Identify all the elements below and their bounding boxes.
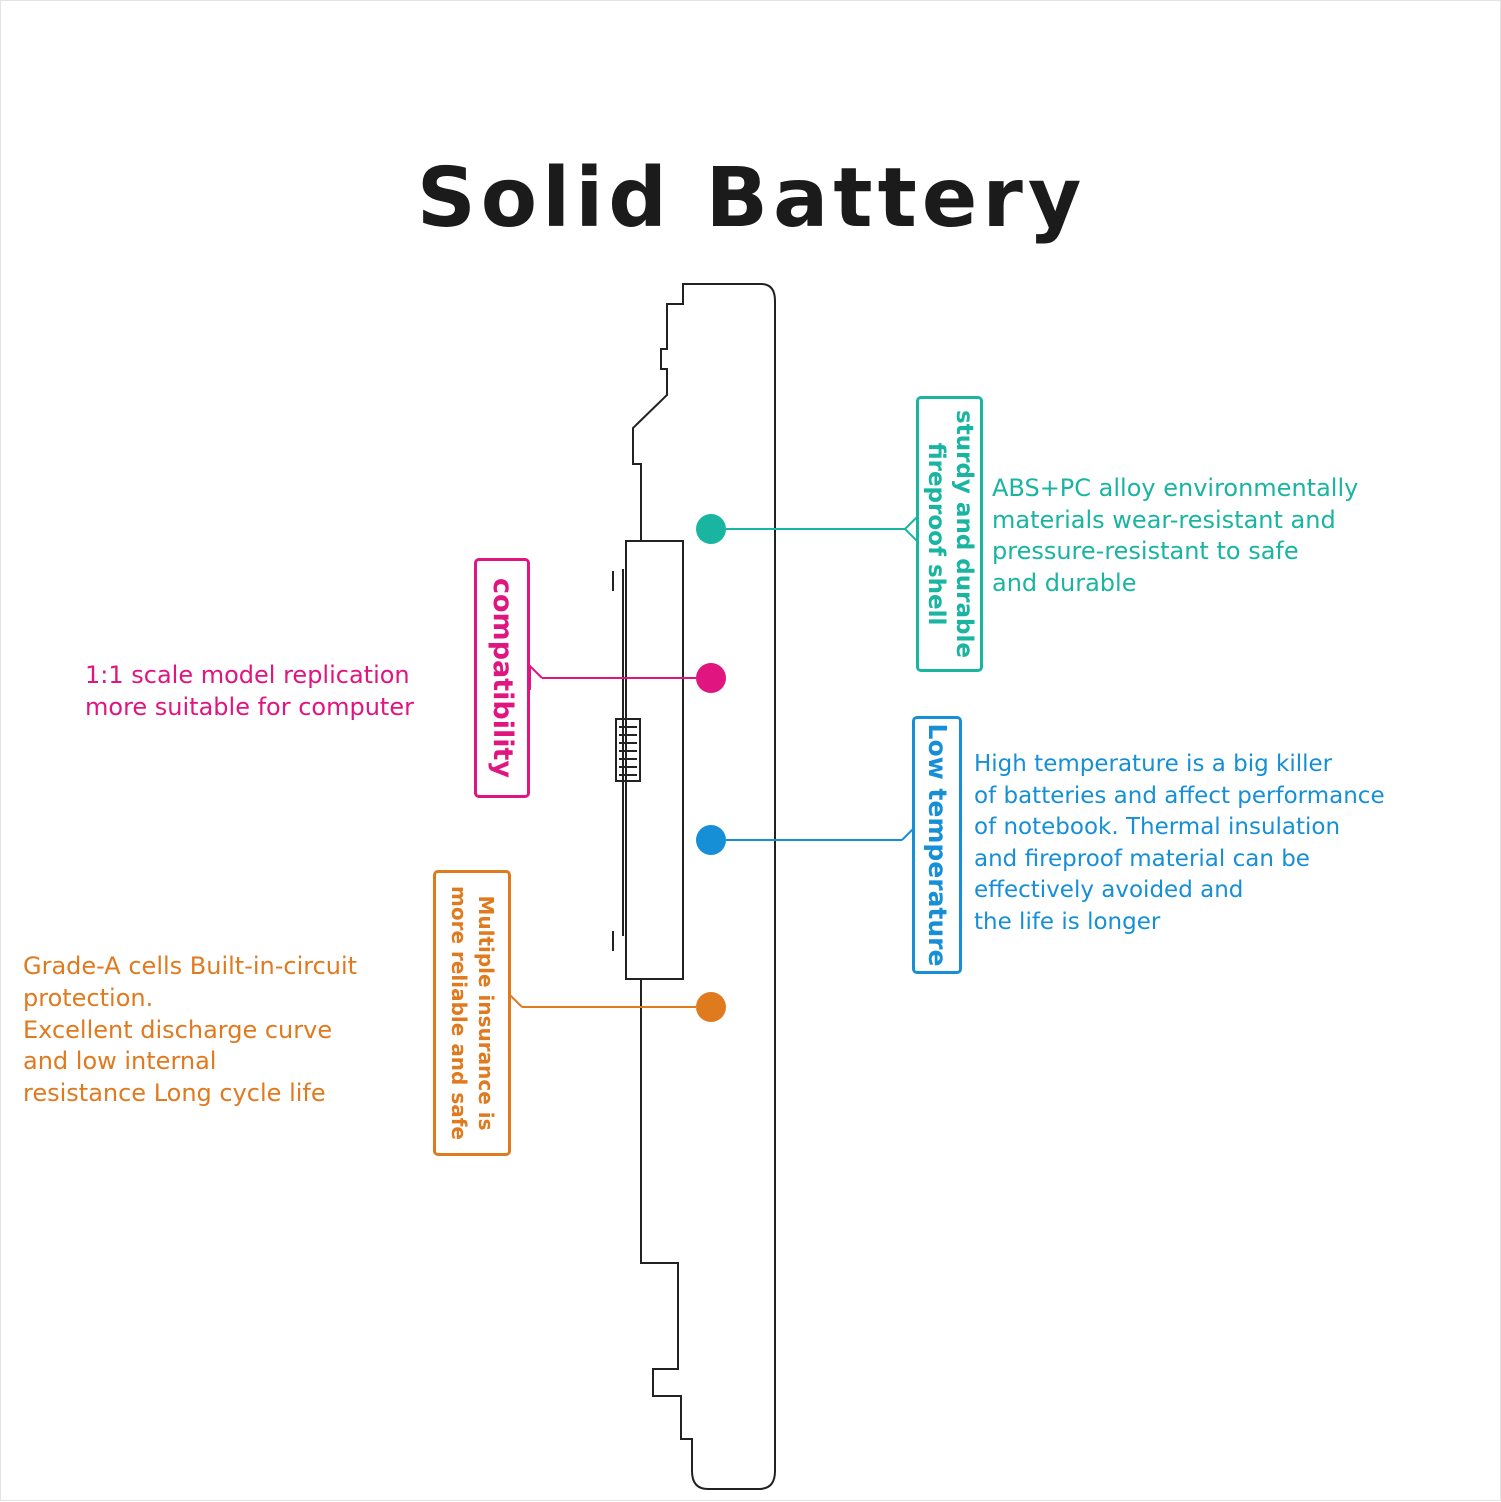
description-line: 1:1 scale model replication — [85, 661, 410, 689]
description-temp: High temperature is a big killer of batt… — [974, 749, 1385, 939]
description-line: effectively avoided and — [974, 877, 1244, 904]
label-compat-text: compatibility — [486, 578, 518, 778]
label-compat: compatibility — [474, 558, 530, 798]
description-line: and durable — [992, 568, 1137, 597]
description-line: resistance Long cycle life — [23, 1079, 326, 1108]
label-shell-line: fireproof shell — [922, 442, 949, 626]
dot-temp — [696, 825, 726, 855]
label-cells: Multiple insurance is more reliable and … — [433, 870, 511, 1156]
label-cells-line: more reliable and safe — [447, 886, 471, 1140]
dot-shell — [696, 514, 726, 544]
description-line: of batteries and affect performance — [974, 782, 1385, 809]
description-line: ABS+PC alloy environmentally — [992, 474, 1359, 502]
dot-compat — [696, 663, 726, 693]
description-line: Grade-A cells Built-in-circuit — [23, 952, 358, 980]
description-line: Excellent discharge curve — [23, 1015, 333, 1044]
label-temp: Low temperature — [912, 716, 962, 974]
pointer-compat — [529, 663, 543, 690]
description-line: protection. — [23, 983, 154, 1012]
description-line: the life is longer — [974, 908, 1161, 935]
label-cells-text: Multiple insurance is more reliable and … — [445, 886, 499, 1140]
label-shell-text: sturdy and durable fireproof shell — [922, 410, 978, 658]
label-cells-line: Multiple insurance is — [474, 895, 498, 1131]
description-line: pressure-resistant to safe — [992, 537, 1299, 565]
description-line: of notebook. Thermal insulation — [974, 814, 1341, 841]
label-temp-text: Low temperature — [922, 724, 952, 967]
label-shell-line: sturdy and durable — [950, 410, 977, 658]
description-line: and low internal — [23, 1047, 217, 1076]
title-text: Solid Battery — [416, 151, 1087, 246]
description-line: High temperature is a big killer — [974, 751, 1333, 777]
battery-connector — [615, 718, 641, 782]
description-cells: Grade-A cells Built-in-circuit protectio… — [23, 951, 357, 1110]
description-line: and fireproof material can be — [974, 845, 1310, 872]
pointer-cells — [509, 992, 523, 1019]
description-line: more suitable for computer — [85, 693, 414, 721]
battery-side-rail — [612, 569, 624, 951]
description-compat: 1:1 scale model replication more suitabl… — [85, 659, 414, 723]
battery-inner-panel — [631, 540, 684, 980]
page-title: Solid Battery — [1, 149, 1501, 249]
description-line: materials wear-resistant and — [992, 505, 1336, 534]
label-compat-line: compatibility — [487, 578, 518, 778]
description-shell: ABS+PC alloy environmentally materials w… — [992, 473, 1358, 599]
label-shell: sturdy and durable fireproof shell — [916, 396, 983, 672]
battery-outline — [625, 283, 776, 1490]
label-temp-line: Low temperature — [923, 723, 952, 967]
dot-cells — [696, 992, 726, 1022]
